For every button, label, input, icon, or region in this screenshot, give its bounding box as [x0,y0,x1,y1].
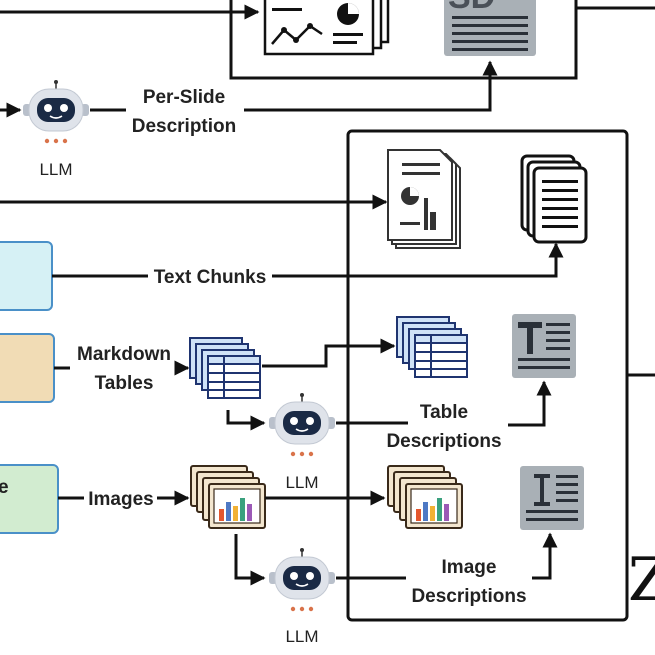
arrow-tables-to-llm [226,410,266,431]
robot-icon [268,547,336,613]
llm-label-1: LLM [39,160,72,179]
table-desc-label-line2: Descriptions [386,431,501,452]
arrow-image-desc-to-icon [532,532,558,580]
image-desc-label-line2: Descriptions [411,586,526,607]
arrow-tables-to-index [262,338,396,368]
table-desc-label-line1: Table [420,402,468,423]
arrow-per-slide-to-sd [244,60,498,112]
markdown-label-line2: Tables [95,373,154,394]
document-stack-icon [520,154,588,244]
arrow-text-chunks-to-docs [272,242,564,278]
per-slide-label-line1: Per-Slide [143,87,225,108]
arrow-table-desc-to-icon [508,380,552,427]
partial-big-char: Z [628,545,655,615]
pdf-document-icon [387,149,461,249]
table-source-box [0,333,55,403]
slides-stack-icon [263,0,390,56]
table-stack-icon [396,316,468,378]
svg-text:SD: SD [448,0,495,16]
image-desc-label-line1: Image [442,557,497,578]
text-source-box [0,241,53,311]
image-stack-icon [190,465,266,529]
image-description-icon [520,466,584,530]
markdown-label-line1: Markdown [77,344,171,365]
llm-label-2: LLM [285,473,318,492]
robot-icon [22,79,90,144]
image-source-box [0,464,59,534]
top-box [229,0,578,80]
per-slide-label-line2: Description [132,116,237,137]
arrow-images-to-llm [234,534,266,586]
image-stack-icon [387,465,463,529]
image-box-partial-letter: e [0,477,9,498]
images-label: Images [88,489,153,510]
robot-icon [268,392,336,458]
table-stack-icon [189,337,261,399]
text-description-icon [512,314,576,378]
text-chunks-label: Text Chunks [154,267,267,288]
slide-description-icon: SD [444,0,536,56]
llm-label-3: LLM [285,627,318,646]
